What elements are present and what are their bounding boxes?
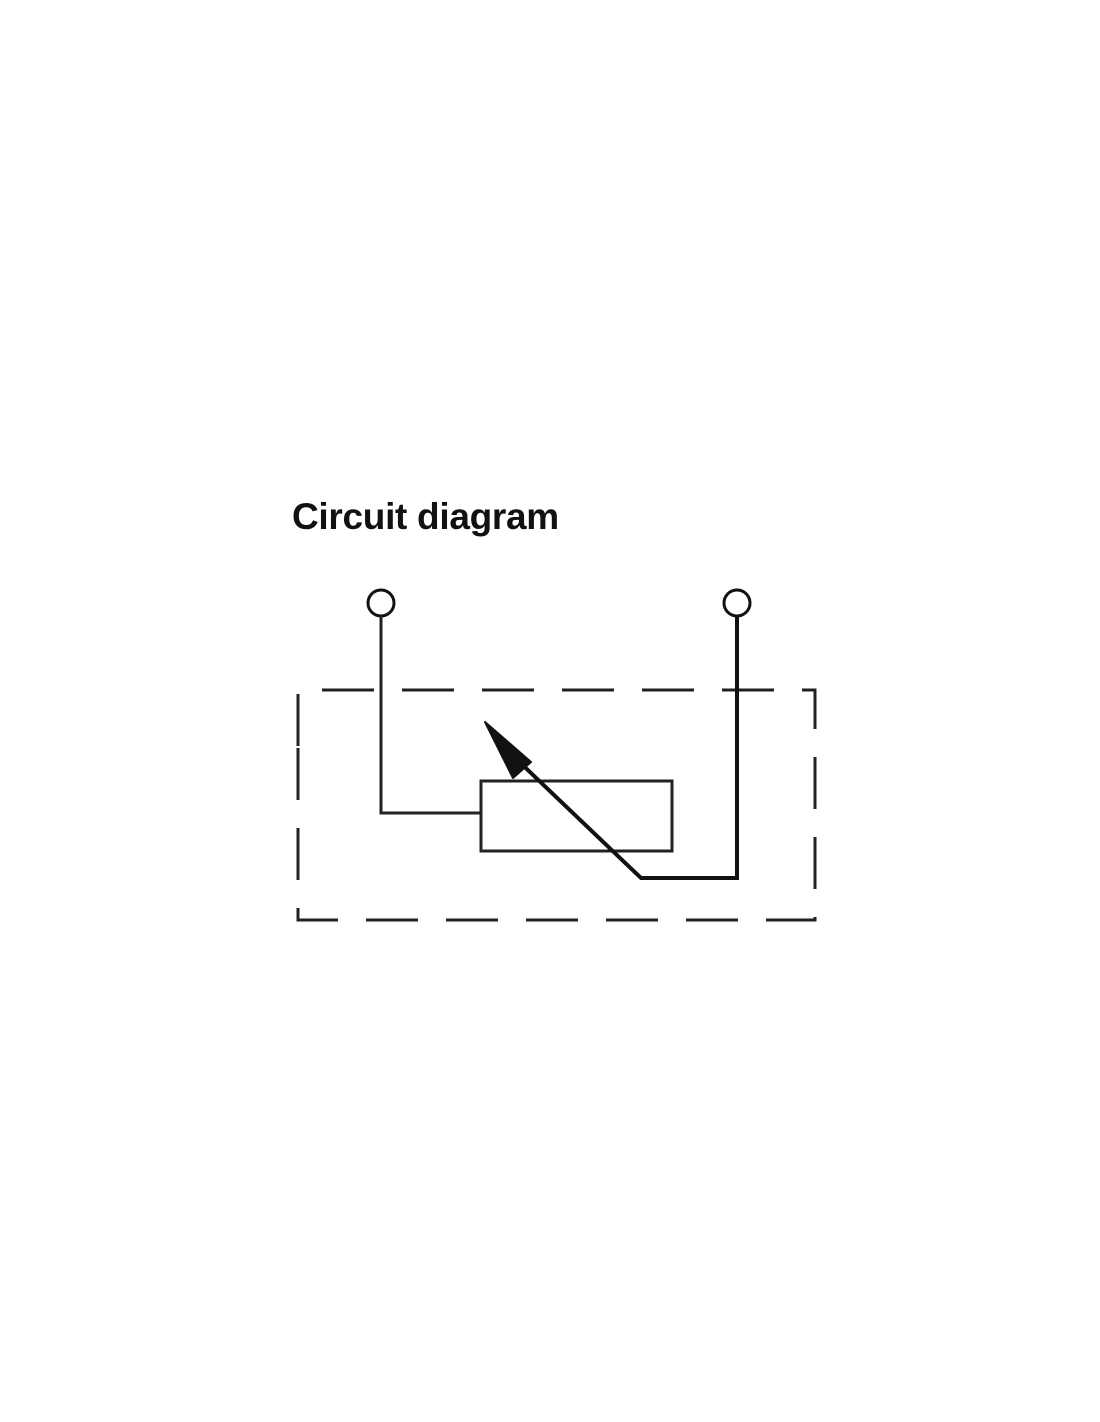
wire-left xyxy=(379,616,481,815)
terminal-left xyxy=(366,588,396,618)
diagram-title: Circuit diagram xyxy=(292,496,559,537)
resistor xyxy=(479,779,674,853)
variable-arrow-head xyxy=(484,721,532,779)
terminal-right xyxy=(722,588,752,618)
wire-right-wiper xyxy=(508,616,739,880)
enclosure-dashed-box xyxy=(296,688,817,922)
